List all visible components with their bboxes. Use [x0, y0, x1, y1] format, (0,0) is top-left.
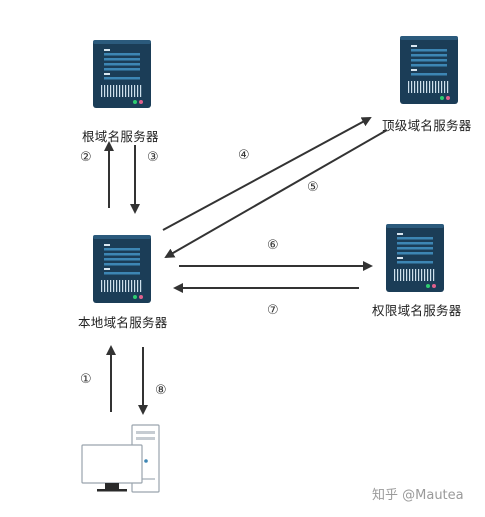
step-4-label: ④	[238, 148, 250, 163]
local-server-icon	[93, 235, 151, 303]
step-7-label: ⑦	[267, 303, 279, 318]
auth-server-icon	[386, 224, 444, 292]
watermark: 知乎 @Mautea	[372, 488, 464, 503]
auth-server-label: 权限域名服务器	[372, 303, 462, 318]
step-8-label: ⑧	[155, 383, 167, 398]
client-pc-icon	[81, 424, 160, 493]
root-server-icon	[93, 40, 151, 108]
step-5-label: ⑤	[307, 180, 319, 195]
arrow-5	[164, 129, 388, 258]
tld-server-icon	[400, 36, 458, 104]
tld-server-label: 顶级域名服务器	[382, 118, 472, 133]
root-server-label: 根域名服务器	[82, 129, 159, 144]
step-1-label: ①	[80, 372, 92, 387]
local-server-label: 本地域名服务器	[78, 315, 168, 330]
arrow-4	[162, 117, 372, 231]
step-3-label: ③	[147, 150, 159, 165]
step-2-label: ②	[80, 150, 92, 165]
step-6-label: ⑥	[267, 238, 279, 253]
